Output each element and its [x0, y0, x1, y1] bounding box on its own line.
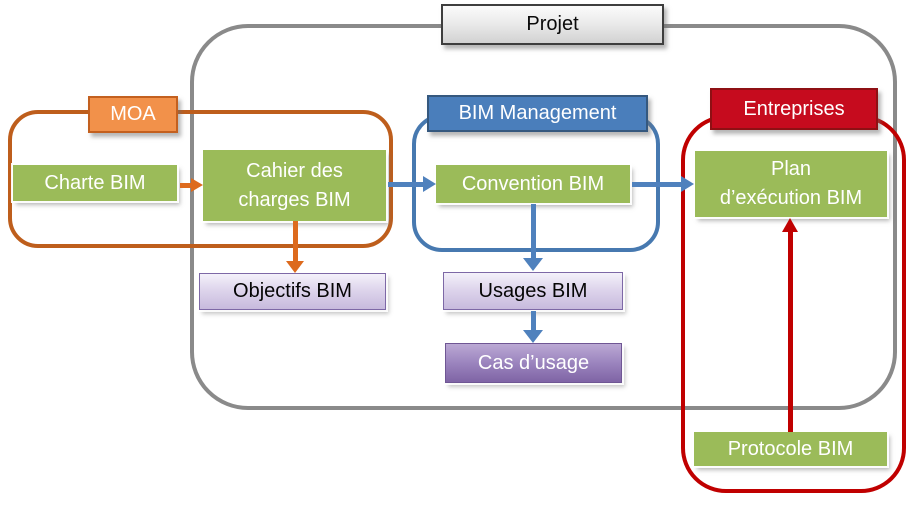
moa-header-label: MOA: [110, 103, 156, 125]
arrow-shaft: [632, 182, 682, 187]
arrow-shaft: [531, 311, 536, 331]
node-protocole-bim: Protocole BIM: [694, 432, 887, 466]
node-cas-d-usage-label: Cas d’usage: [477, 351, 590, 374]
arrow-head-right-icon: [423, 176, 436, 192]
node-usages-bim: Usages BIM: [443, 272, 623, 310]
node-plan-execution-bim: Plan d’exécution BIM: [695, 151, 887, 217]
entreprises-header-label: Entreprises: [743, 97, 845, 120]
node-charte-bim-label: Charte BIM: [44, 171, 146, 194]
node-charte-bim: Charte BIM: [13, 165, 177, 201]
arrow-head-down-icon: [523, 330, 543, 343]
node-plan-line2: d’exécution BIM: [719, 187, 863, 209]
node-cahier-line2: charges BIM: [238, 188, 351, 211]
node-convention-bim-label: Convention BIM: [461, 172, 605, 195]
node-objectifs-bim-label: Objectifs BIM: [233, 280, 352, 302]
node-objectifs-bim: Objectifs BIM: [199, 273, 386, 310]
bim-management-header: BIM Management: [427, 95, 648, 132]
node-cahier-line1: Cahier des: [246, 159, 343, 182]
arrow-shaft: [388, 182, 424, 187]
arrow-head-down-icon: [523, 258, 543, 271]
arrow-shaft: [180, 183, 192, 188]
node-cahier-des-charges-bim: Cahier des charges BIM: [203, 150, 386, 221]
entreprises-header: Entreprises: [710, 88, 878, 130]
moa-header: MOA: [88, 96, 178, 133]
node-usages-bim-label: Usages BIM: [478, 279, 588, 302]
arrow-head-down-icon: [286, 261, 304, 273]
bim-management-header-label: BIM Management: [458, 102, 617, 124]
arrow-shaft: [788, 231, 793, 432]
projet-header-label: Projet: [526, 13, 579, 35]
arrow-shaft: [531, 204, 536, 259]
node-protocole-bim-label: Protocole BIM: [727, 437, 854, 460]
arrow-shaft: [293, 221, 298, 262]
arrow-head-up-icon: [782, 218, 798, 232]
moa-group-outline: [8, 110, 393, 248]
arrow-head-right-icon: [191, 178, 203, 192]
node-convention-bim: Convention BIM: [436, 165, 630, 203]
projet-header: Projet: [441, 4, 664, 45]
node-cas-d-usage: Cas d’usage: [445, 343, 622, 383]
arrow-head-right-icon: [681, 176, 694, 192]
node-plan-line1: Plan: [770, 158, 812, 180]
